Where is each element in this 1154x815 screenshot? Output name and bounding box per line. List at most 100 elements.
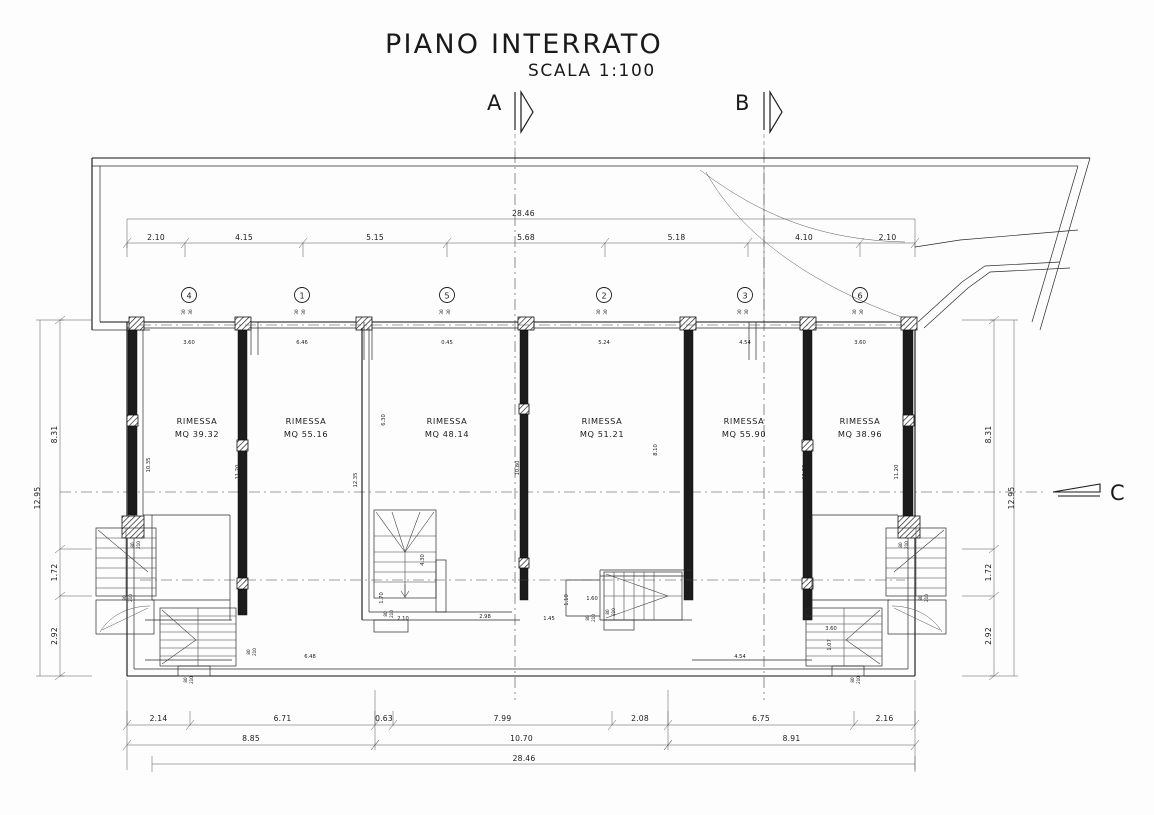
dimension-text: 3.60 [854, 340, 866, 346]
dimension-text: 6.71 [274, 714, 292, 723]
dimension-text: 6.75 [752, 714, 770, 723]
dimension-text: 6.46 [296, 340, 308, 346]
dimension-text: 210 [389, 610, 394, 618]
room-area: MQ 38.96 [838, 429, 882, 439]
right-total-dimension: 12.95 [1007, 320, 1016, 676]
dimension-text: 80 [605, 609, 610, 615]
room-area: MQ 51.21 [580, 429, 624, 439]
dimension-text: 5.68 [517, 233, 535, 242]
room-name: RIMESSA [724, 416, 765, 426]
door-openings [250, 322, 757, 360]
stair-center [373, 509, 447, 633]
section-marker-c-label: C [1110, 481, 1126, 505]
dimension-text: 3.60 [825, 626, 837, 632]
left-total-dimension: 12.95 [33, 320, 42, 676]
dimension-text: 1.07 [827, 639, 833, 651]
right-dimension-chain: 8.311.722.92 [962, 315, 1018, 681]
dimension-text: 80 [130, 542, 135, 548]
dimension-text: 0.63 [375, 714, 393, 723]
dimension-text: 80 [246, 649, 251, 655]
dimension-text: 30 [301, 309, 306, 315]
dimension-text: 30 [852, 309, 857, 315]
room-name: RIMESSA [582, 416, 623, 426]
column-marker-label: 5 [444, 292, 449, 301]
dimension-text: 1.60 [586, 596, 598, 602]
dimension-text: 5.18 [668, 233, 686, 242]
dimension-text: 8.10 [653, 444, 659, 456]
dimension-text: 4.54 [734, 654, 746, 660]
dimension-text: 12.35 [353, 473, 359, 488]
dimension-text: 2.92 [984, 627, 993, 645]
dimension-text: 10.70 [510, 734, 533, 743]
dimension-text: 30 [181, 309, 186, 315]
dimension-text: 80 [122, 595, 127, 601]
top-total-dimension: 28.46 [127, 209, 915, 220]
section-marker-a-label: A [487, 91, 502, 115]
dimension-text: 8.91 [783, 734, 801, 743]
dimension-text: 80 [585, 615, 590, 621]
section-marker-c: C [60, 481, 1126, 505]
stair-center-right [603, 571, 683, 631]
dimension-text: 1.72 [50, 564, 59, 582]
dimension-text: 30 [859, 309, 864, 315]
dimension-text: 12.35 [684, 471, 690, 486]
bottom-extension-lines [126, 680, 916, 770]
dimension-text: 2.92 [50, 627, 59, 645]
section-marker-a: A [487, 89, 534, 700]
dimension-text: 1.70 [379, 592, 385, 604]
left-dimension-chain: 8.311.722.92 [36, 315, 92, 681]
dimension-text: 80 [850, 677, 855, 683]
bottom-total-label: 28.46 [513, 754, 536, 763]
stair-right [805, 527, 947, 677]
dimension-text: 6.48 [304, 654, 316, 660]
dimension-text: 2.10 [397, 616, 409, 622]
dimension-text: 1.72 [984, 564, 993, 582]
room-area: MQ 39.32 [175, 429, 219, 439]
dimension-text: 10.80 [515, 461, 521, 476]
dimension-text: 80 [898, 542, 903, 548]
dimension-text: 2.16 [876, 714, 894, 723]
dimension-text: 1.10 [564, 594, 570, 606]
dimension-text: 30 [446, 309, 451, 315]
dimension-text: 30 [603, 309, 608, 315]
room-name: RIMESSA [840, 416, 881, 426]
dimension-text: 2.10 [879, 233, 897, 242]
room-name: RIMESSA [177, 416, 218, 426]
column-marker-label: 4 [186, 292, 191, 301]
page-subtitle: SCALA 1:100 [528, 61, 656, 81]
room-area: MQ 55.16 [284, 429, 328, 439]
dimension-text: 4.54 [739, 340, 751, 346]
page-title: PIANO INTERRATO [385, 29, 663, 60]
dimension-text: 2.98 [479, 614, 491, 620]
dimension-text: 3.60 [183, 340, 195, 346]
dimension-text: 2.10 [147, 233, 165, 242]
room-area: MQ 55.90 [722, 429, 766, 439]
dimension-text: 210 [924, 594, 929, 602]
dimension-text: 210 [136, 541, 141, 549]
dimension-text: 30 [737, 309, 742, 315]
section-marker-b-label: B [735, 91, 750, 115]
dimension-text: 2.08 [631, 714, 649, 723]
dimension-text: 10.35 [146, 458, 152, 473]
dimension-text: 1.45 [543, 616, 555, 622]
right-total-label: 12.95 [1007, 487, 1016, 510]
room-area: MQ 48.14 [425, 429, 469, 439]
room-name: RIMESSA [286, 416, 327, 426]
dimension-text: 80 [183, 677, 188, 683]
dimension-text: 30 [596, 309, 601, 315]
columns [126, 316, 918, 590]
dimension-text: 210 [128, 594, 133, 602]
site-outline [91, 157, 1091, 331]
room-labels: RIMESSA MQ 39.32 RIMESSA MQ 55.16 RIMESSA MQ … [175, 416, 882, 439]
dimension-text: 5.24 [598, 340, 610, 346]
dimension-text: 2.14 [150, 714, 168, 723]
dimension-text: 6.30 [381, 414, 387, 426]
